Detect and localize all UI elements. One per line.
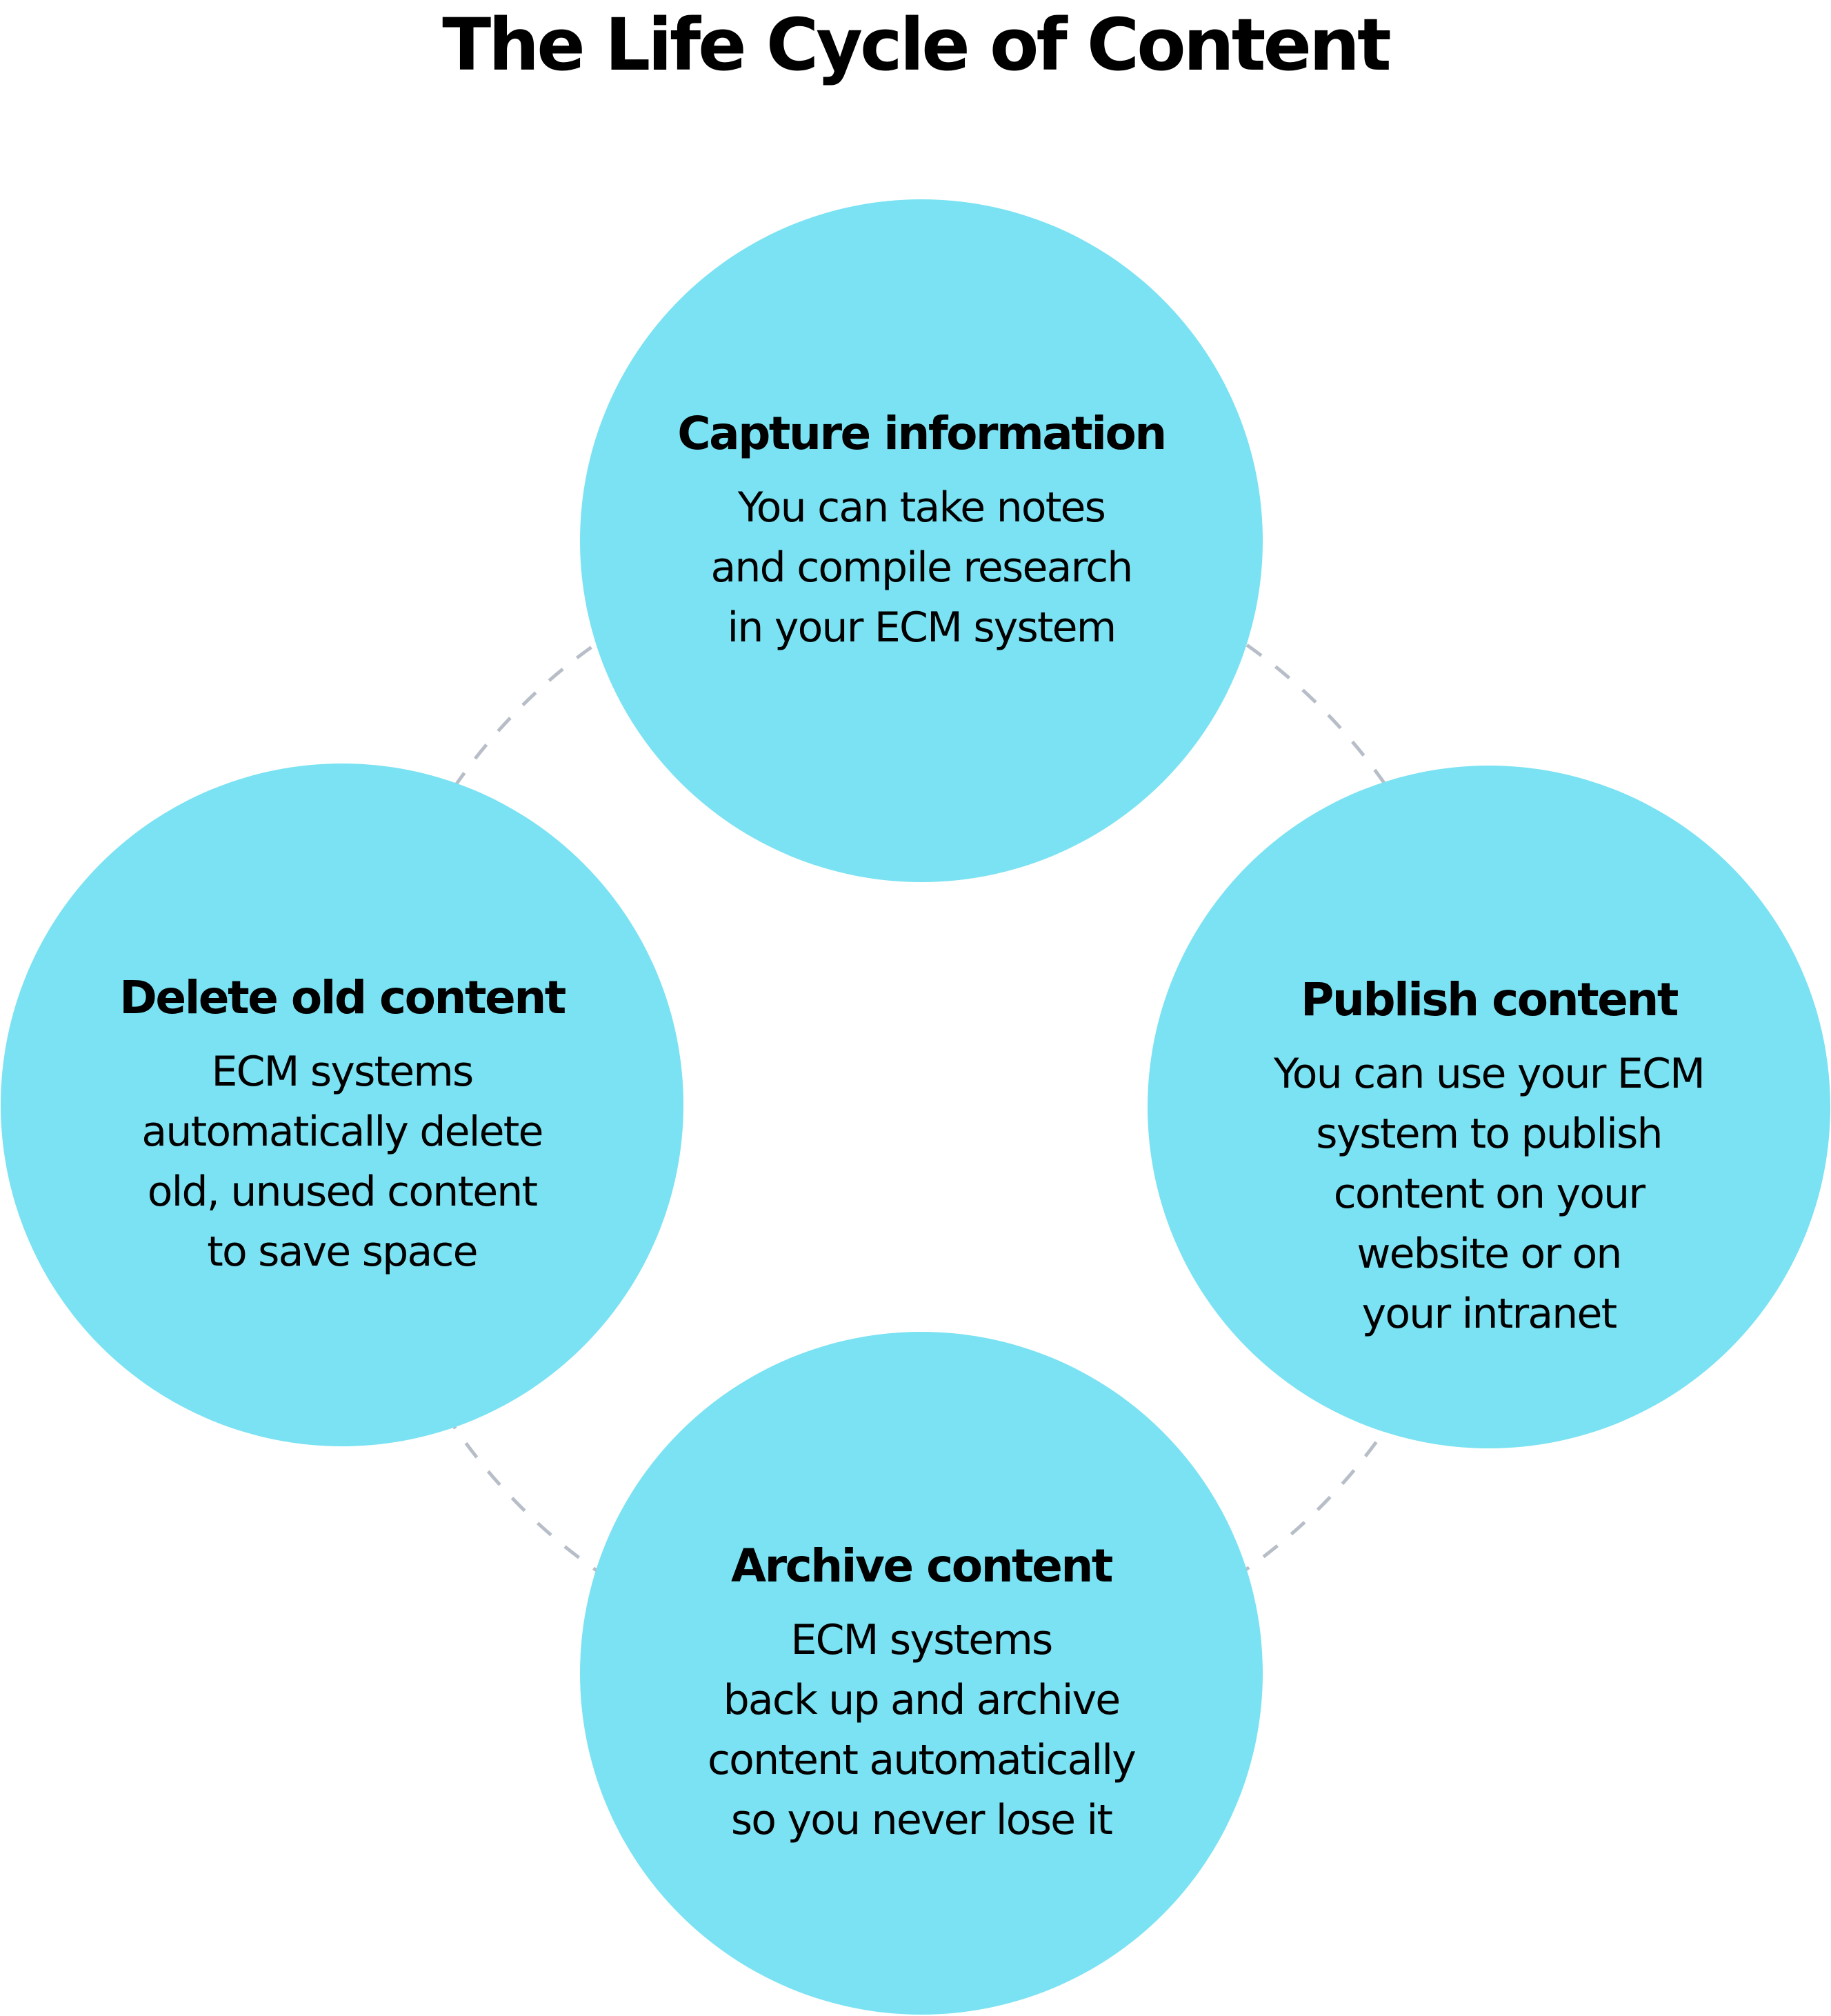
description-line: old, unused content xyxy=(147,1168,538,1216)
description-line: You can take notes xyxy=(737,483,1106,532)
description-line: so you never lose it xyxy=(730,1796,1113,1844)
stage-description: ECM systems back up and archive content … xyxy=(707,1610,1137,1850)
stage-publish-content: Publish content You can use your ECM sys… xyxy=(1148,766,1830,1448)
description-line: and compile research xyxy=(710,543,1133,592)
description-line: website or on xyxy=(1357,1230,1622,1278)
description-line: system to publish xyxy=(1316,1110,1663,1158)
description-line: in your ECM system xyxy=(727,603,1117,652)
description-line: content on your xyxy=(1333,1170,1645,1218)
description-line: back up and archive xyxy=(723,1676,1121,1724)
description-line: content automatically xyxy=(707,1736,1137,1784)
stage-heading: Archive content xyxy=(731,1539,1113,1593)
description-line: You can use your ECM xyxy=(1273,1050,1705,1098)
description-line: your intranet xyxy=(1361,1290,1618,1338)
description-line: automatically delete xyxy=(141,1108,543,1156)
stage-archive-content: Archive content ECM systems back up and … xyxy=(580,1332,1263,2015)
diagram-title: The Life Cycle of Content xyxy=(442,3,1392,87)
stage-description: ECM systems automatically delete old, un… xyxy=(141,1042,543,1282)
description-line: ECM systems xyxy=(211,1048,474,1096)
description-line: to save space xyxy=(207,1228,478,1276)
description-line: ECM systems xyxy=(790,1616,1053,1664)
stage-description: You can take notes and compile research … xyxy=(710,478,1133,658)
stage-delete-old-content: Delete old content ECM systems automatic… xyxy=(1,764,683,1446)
stage-capture-information: Capture information You can take notes a… xyxy=(580,199,1263,882)
stage-description: You can use your ECM system to publish c… xyxy=(1273,1044,1705,1344)
stage-heading: Capture information xyxy=(677,407,1167,460)
stage-heading: Publish content xyxy=(1301,973,1679,1026)
stage-heading: Delete old content xyxy=(119,971,566,1024)
